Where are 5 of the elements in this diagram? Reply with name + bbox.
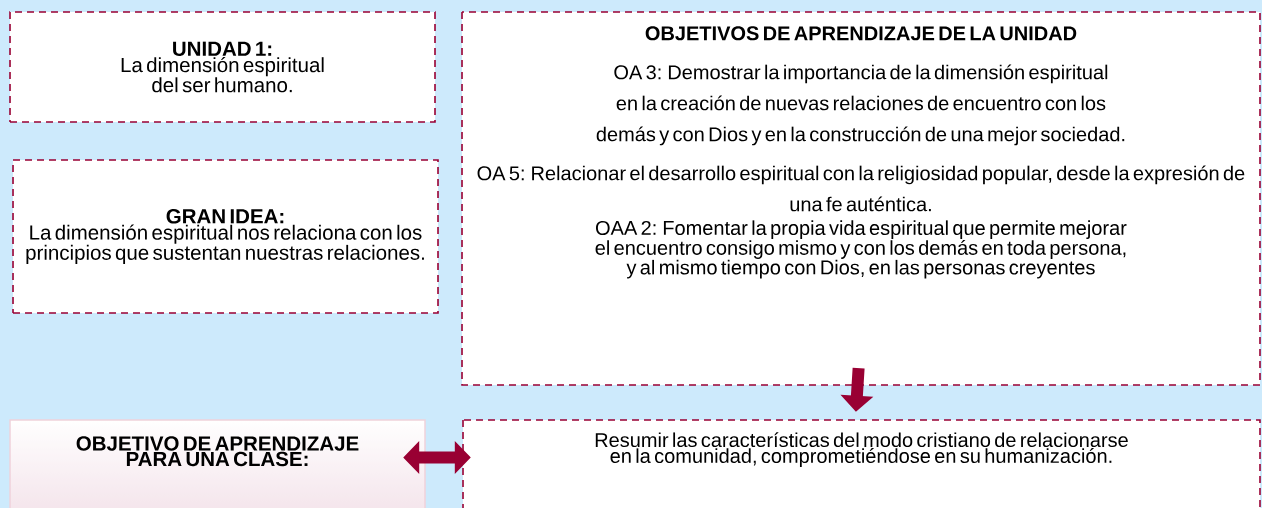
- class-objective-box: OBJETIVO DE APRENDIZAJE PARA UNA CLASE:: [9, 419, 426, 508]
- unit-box: UNIDAD 1: La dimensión espiritual del ser humano.: [9, 11, 436, 123]
- big-idea-box: GRAN IDEA: La dimensión espiritual nos relaciona con los principios que sustentan nuestras relaciones.: [12, 159, 439, 314]
- objectives-box: OBJETIVOS DE APRENDIZAJE DE LA UNIDAD OA 3: Demostrar la importancia de la dimensión espiritual en la creación de nuevas relaciones de encuentro con los demás y con Dios y en la construcción de una mejor sociedad. OA 5: Relacionar el desarrollo espiritual con la religiosidad popular, desde la expresión de una fe auténtica. OAA 2: Fomentar la propia vida espiritual que permite mejorar el encuentro consigo mismo y con los demás en toda persona, y al mismo tiempo con Dios, en las personas creyentes: [461, 11, 1261, 386]
- summary-box: Resumir las características del modo cristiano de relacionarse en la comunidad, comprometiéndose en su humanización.: [462, 419, 1261, 508]
